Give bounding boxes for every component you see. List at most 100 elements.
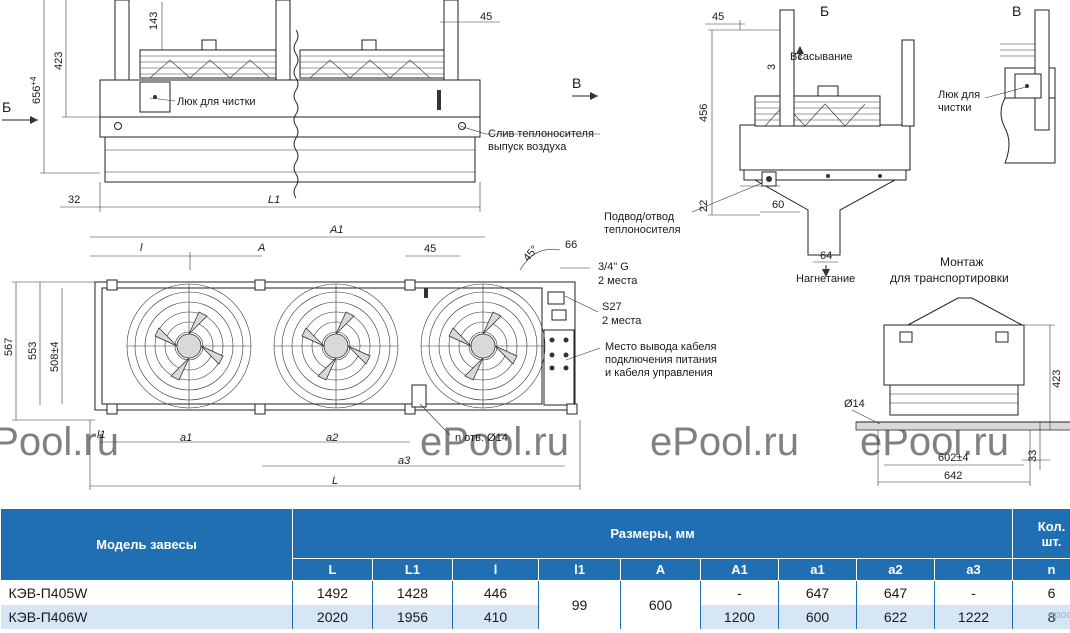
view-title-v: В xyxy=(1012,3,1021,19)
label-wrench-2: 2 места xyxy=(602,315,642,327)
dim-a3: a3 xyxy=(398,455,411,467)
dim-656: 656+4 xyxy=(29,76,43,104)
cell-L: 1492 xyxy=(292,580,373,605)
dim-143: 143 xyxy=(148,12,160,30)
cell-n: 6 xyxy=(1012,580,1070,605)
cell-a1: 647 xyxy=(778,580,857,605)
side-view-v xyxy=(984,9,1056,164)
subheader-L: L xyxy=(292,558,373,581)
subheader-a2: a2 xyxy=(856,558,935,581)
watermark-3: ePool.ru xyxy=(650,420,799,464)
table-row: КЭВ-П405W 1492 1428 446 99 600 - 647 647… xyxy=(0,580,1070,629)
dim-a1: a1 xyxy=(180,432,192,444)
label-hatch-side-1: Люк для xyxy=(938,89,980,101)
dim-642: 642 xyxy=(944,470,962,482)
subheader-a1: a1 xyxy=(778,558,857,581)
cell-model: КЭВ-П405W xyxy=(0,580,293,605)
cell-L1: 1428 xyxy=(372,580,453,605)
dim-45-top: 45 xyxy=(480,11,492,23)
subheader-A: A xyxy=(620,558,701,581)
view-title-b: Б xyxy=(820,3,829,19)
label-drain-2: выпуск воздуха xyxy=(488,141,567,153)
label-hatch-side-2: чистки xyxy=(938,102,971,114)
cell-l: 410 xyxy=(452,605,539,629)
arrow-label-v: В xyxy=(572,75,581,91)
header-qty: Кол.шт. xyxy=(1012,508,1070,559)
dim-l1: l1 xyxy=(97,429,106,441)
dim-3: 3 xyxy=(766,64,778,70)
front-view xyxy=(2,0,600,212)
plan-view xyxy=(12,236,601,490)
dim-456: 456 xyxy=(698,104,710,122)
dim-60: 60 xyxy=(772,199,784,211)
technical-drawing: ePool.ru ePool.ru ePool.ru ePool.ru xyxy=(0,0,1070,490)
dim-567: 567 xyxy=(3,338,15,356)
dim-66: 66 xyxy=(565,239,577,251)
dim-33: 33 xyxy=(1027,450,1039,462)
label-supply-1: Подвод/отвод xyxy=(604,211,675,223)
arrow-label-b: Б xyxy=(2,99,11,115)
watermark-2: ePool.ru xyxy=(420,420,569,464)
cell-A1: - xyxy=(700,580,779,605)
dim-L: L xyxy=(332,475,338,487)
dim-L1: L1 xyxy=(268,194,280,206)
dim-423-mount: 423 xyxy=(1051,370,1063,388)
cell-a2: 622 xyxy=(856,605,935,629)
subheader-l1: l1 xyxy=(538,558,621,581)
mount-view xyxy=(851,297,1070,486)
subheader-l: l xyxy=(452,558,539,581)
dim-32: 32 xyxy=(68,194,80,206)
dim-l: l xyxy=(140,242,143,254)
dim-A1: A1 xyxy=(329,224,343,236)
cell-A: 600 xyxy=(620,580,701,629)
header-dimensions: Размеры, мм xyxy=(291,508,1014,559)
dim-45-plan: 45 xyxy=(424,243,436,255)
label-supply-2: теплоносителя xyxy=(604,224,681,236)
dim-64: 64 xyxy=(820,250,832,262)
side-view-b xyxy=(691,9,915,277)
table-row: КЭВ-П406W 2020 1956 410 1200 600 622 122… xyxy=(0,605,1070,629)
label-intake: Всасывание xyxy=(790,51,853,63)
header-model: Модель завесы xyxy=(0,508,293,581)
cell-a3: - xyxy=(934,580,1014,605)
dim-22: 22 xyxy=(698,200,710,212)
label-holes: n отв. Ø14 xyxy=(455,432,508,444)
dimensions-table: Модель завесы Размеры, мм Кол.шт. L L1 l… xyxy=(0,508,1070,629)
label-thread-1: 3/4" G xyxy=(598,261,629,273)
cell-a1: 600 xyxy=(778,605,857,629)
label-mount-2: для транспортировки xyxy=(890,271,1009,285)
footer-logo: epool.ru xyxy=(1048,609,1070,621)
cell-a2: 647 xyxy=(856,580,935,605)
subheader-A1: A1 xyxy=(700,558,779,581)
label-thread-2: 2 места xyxy=(598,275,638,287)
label-cable-3: и кабеля управления xyxy=(605,367,713,379)
cell-l1: 99 xyxy=(538,580,621,629)
label-drain-1: Слив теплоносителя xyxy=(488,128,594,140)
dim-A: A xyxy=(257,242,265,254)
label-cable-1: Место вывода кабеля xyxy=(605,341,716,353)
dim-602: 602±4 xyxy=(938,452,969,464)
cell-L1: 1956 xyxy=(372,605,453,629)
subheader-n: n xyxy=(1012,558,1070,581)
subheader-a3: a3 xyxy=(933,558,1014,581)
subheader-L1: L1 xyxy=(372,558,453,581)
dim-423: 423 xyxy=(53,52,65,70)
cell-n: 8epool.ru xyxy=(1012,605,1070,629)
label-mount-1: Монтаж xyxy=(940,255,984,269)
label-wrench-1: S27 xyxy=(602,301,622,313)
label-cable-2: подключения питания xyxy=(605,354,717,366)
cell-L: 2020 xyxy=(292,605,373,629)
dim-45-deg: 45° xyxy=(521,243,541,263)
dim-a2: a2 xyxy=(326,432,338,444)
dim-508: 508±4 xyxy=(49,341,61,372)
dim-45-b: 45 xyxy=(712,11,724,23)
cell-l: 446 xyxy=(452,580,539,605)
dim-553: 553 xyxy=(27,342,39,360)
cell-a3: 1222 xyxy=(934,605,1014,629)
cell-A1: 1200 xyxy=(700,605,779,629)
cell-model: КЭВ-П406W xyxy=(0,605,293,629)
label-hole-dia: Ø14 xyxy=(844,398,865,410)
label-hatch: Люк для чистки xyxy=(177,96,256,108)
label-discharge: Нагнетание xyxy=(796,273,855,285)
watermark-1: ePool.ru xyxy=(0,420,119,464)
